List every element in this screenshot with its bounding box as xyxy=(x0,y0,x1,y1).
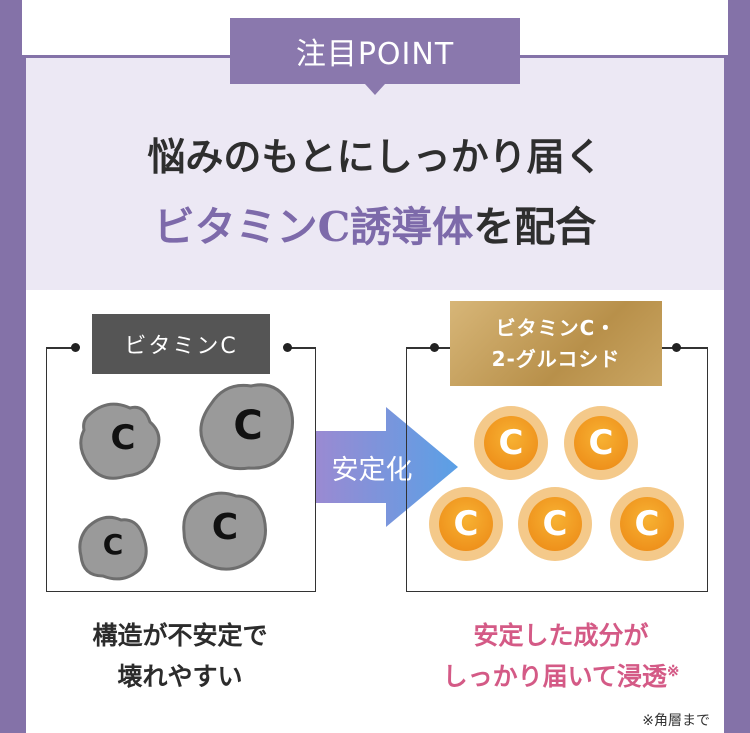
left-panel-top-line xyxy=(290,347,315,349)
stable-c-coin: C xyxy=(564,406,638,480)
vitamin-c-letter: C xyxy=(102,528,124,561)
vitamin-c-molecule xyxy=(199,383,294,471)
stable-caption-line2: しっかり届いて浸透※ xyxy=(396,656,726,697)
vitamin-c-molecule xyxy=(79,402,161,480)
vitamin-c-molecule xyxy=(182,491,267,571)
coin-letter: C xyxy=(439,497,493,551)
right-panel-frame xyxy=(406,347,708,592)
headline-rest: を配合 xyxy=(473,203,597,251)
stable-c-coin: C xyxy=(474,406,548,480)
vitamin-c-letter: C xyxy=(233,403,263,449)
frame-right-border xyxy=(728,0,750,733)
left-panel-dot xyxy=(283,343,292,352)
frame-inner-left-line xyxy=(22,55,26,733)
header-panel xyxy=(26,58,724,290)
unstable-caption-line1: 構造が不安定で xyxy=(92,621,268,650)
coin-letter: C xyxy=(484,416,538,470)
left-panel-frame xyxy=(46,347,316,592)
glucoside-label-line1: ビタミンC・ xyxy=(495,315,617,340)
badge-pointer xyxy=(365,84,385,95)
stabilize-label: 安定化 xyxy=(331,455,413,486)
right-panel-top-line xyxy=(406,347,450,349)
left-panel-dot xyxy=(71,343,80,352)
headline-line1: 悩みのもとにしっかり届く xyxy=(147,134,603,179)
vitamin-c-letter: C xyxy=(211,507,239,548)
stable-caption-text: しっかり届いて浸透 xyxy=(442,662,667,692)
left-panel-top-line xyxy=(46,347,76,349)
coin-letter: C xyxy=(620,497,674,551)
vitamin-c-label: ビタミンC xyxy=(92,314,270,374)
vitamin-c-molecule xyxy=(78,515,148,581)
stabilize-arrow-icon xyxy=(316,407,458,527)
frame-inner-right-line xyxy=(724,55,728,733)
footnote: ※角層まで xyxy=(642,713,710,729)
coin-letter: C xyxy=(528,497,582,551)
point-badge: 注目POINT xyxy=(230,18,520,84)
unstable-caption-line2: 壊れやすい xyxy=(117,662,243,692)
unstable-caption: 構造が不安定で 壊れやすい xyxy=(46,615,314,698)
stable-c-coin: C xyxy=(518,487,592,561)
stable-c-coin: C xyxy=(610,487,684,561)
stable-caption-line1: 安定した成分が xyxy=(473,621,649,650)
stable-c-coin: C xyxy=(429,487,503,561)
headline-line2: ビタミンC誘導体を配合 xyxy=(26,193,724,253)
glucoside-label-line2: 2‐グルコシド xyxy=(491,346,621,371)
coin-letter: C xyxy=(574,416,628,470)
vitamin-c-glucoside-label: ビタミンC・ 2‐グルコシド xyxy=(450,301,662,386)
right-panel-dot xyxy=(430,343,439,352)
stable-caption: 安定した成分が しっかり届いて浸透※ xyxy=(396,615,726,698)
frame-left-border xyxy=(0,0,22,733)
right-panel-dot xyxy=(672,343,681,352)
right-panel-top-line xyxy=(662,347,707,349)
headline-accent: ビタミンC誘導体 xyxy=(153,203,474,251)
vitamin-c-letter: C xyxy=(110,418,136,458)
footnote-mark: ※ xyxy=(666,662,680,681)
